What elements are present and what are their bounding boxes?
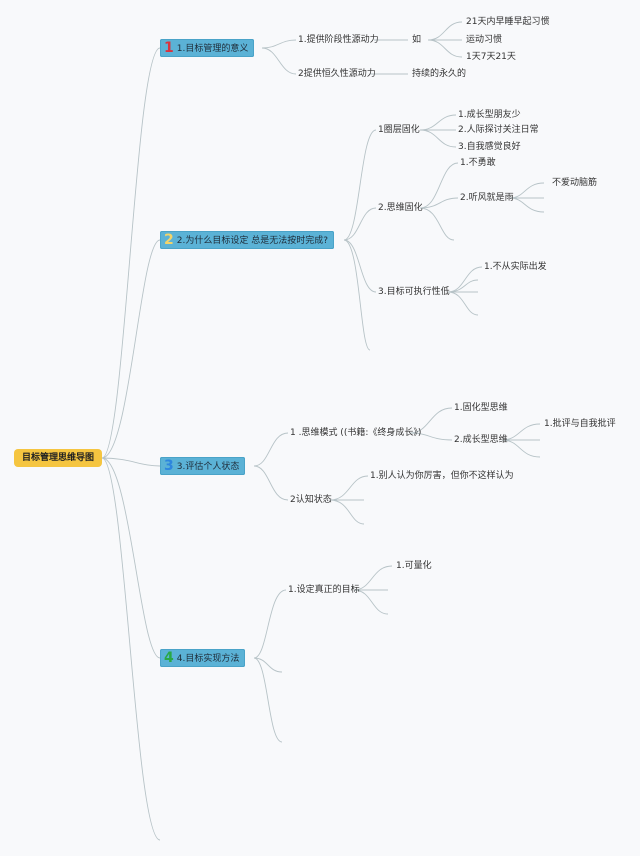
b4-c1-item-1[interactable]: 1.可量化	[396, 561, 432, 571]
b3-child-2[interactable]: 2认知状态	[290, 495, 332, 505]
b2-c1-item-2[interactable]: 2.人际探讨关注日常	[458, 125, 539, 135]
branch-3-title: 3.评估个人状态	[176, 462, 240, 472]
b1-child-1-mid[interactable]: 如	[412, 35, 422, 45]
b2-child-1[interactable]: 1圈层固化	[378, 125, 420, 135]
b2-c2-item-2[interactable]: 2.听风就是雨	[460, 193, 514, 203]
b2-c2-item-1[interactable]: 1.不勇敢	[460, 158, 496, 168]
b3-c2-item-1[interactable]: 1.别人认为你厉害，但你不这样认为	[370, 471, 514, 481]
b1-item-1[interactable]: 21天内早睡早起习惯	[466, 17, 550, 27]
b4-child-1[interactable]: 1.设定真正的目标	[288, 585, 360, 595]
b2-c1-item-1[interactable]: 1.成长型朋友少	[458, 110, 521, 120]
branch-2-number: 2	[164, 232, 174, 248]
branch-2-title: 2.为什么目标设定 总是无法按时完成?	[176, 236, 328, 246]
b1-child-2-mid[interactable]: 持续的永久的	[412, 69, 467, 79]
b1-item-2[interactable]: 运动习惯	[466, 35, 503, 45]
b2-c3-item-1[interactable]: 1.不从实际出发	[484, 262, 547, 272]
b2-c2-item-2-sub[interactable]: 不爱动脑筋	[552, 178, 598, 188]
b2-child-3[interactable]: 3.目标可执行性低	[378, 287, 450, 297]
b1-item-3[interactable]: 1天7天21天	[466, 52, 516, 62]
b1-child-2[interactable]: 2提供恒久性源动力	[298, 69, 376, 79]
branch-4-number: 4	[164, 650, 174, 666]
branch-4-title: 4.目标实现方法	[176, 654, 240, 664]
b2-c1-item-3[interactable]: 3.自我感觉良好	[458, 142, 521, 152]
b2-child-2[interactable]: 2.思维固化	[378, 203, 423, 213]
branch-3-number: 3	[164, 458, 174, 474]
b3-c1-item-2[interactable]: 2.成长型思维	[454, 435, 508, 445]
b3-c1-item-2-sub[interactable]: 1.批评与自我批评	[544, 419, 616, 429]
root-node[interactable]: 目标管理思维导图	[14, 449, 102, 467]
branch-1-number: 1	[164, 40, 174, 56]
b3-child-1[interactable]: 1 .思维模式 ((书籍:《终身成长》)	[290, 428, 422, 438]
branch-1-title: 1.目标管理的意义	[176, 44, 249, 54]
b1-child-1[interactable]: 1.提供阶段性源动力	[298, 35, 379, 45]
b3-c1-item-1[interactable]: 1.固化型思维	[454, 403, 508, 413]
